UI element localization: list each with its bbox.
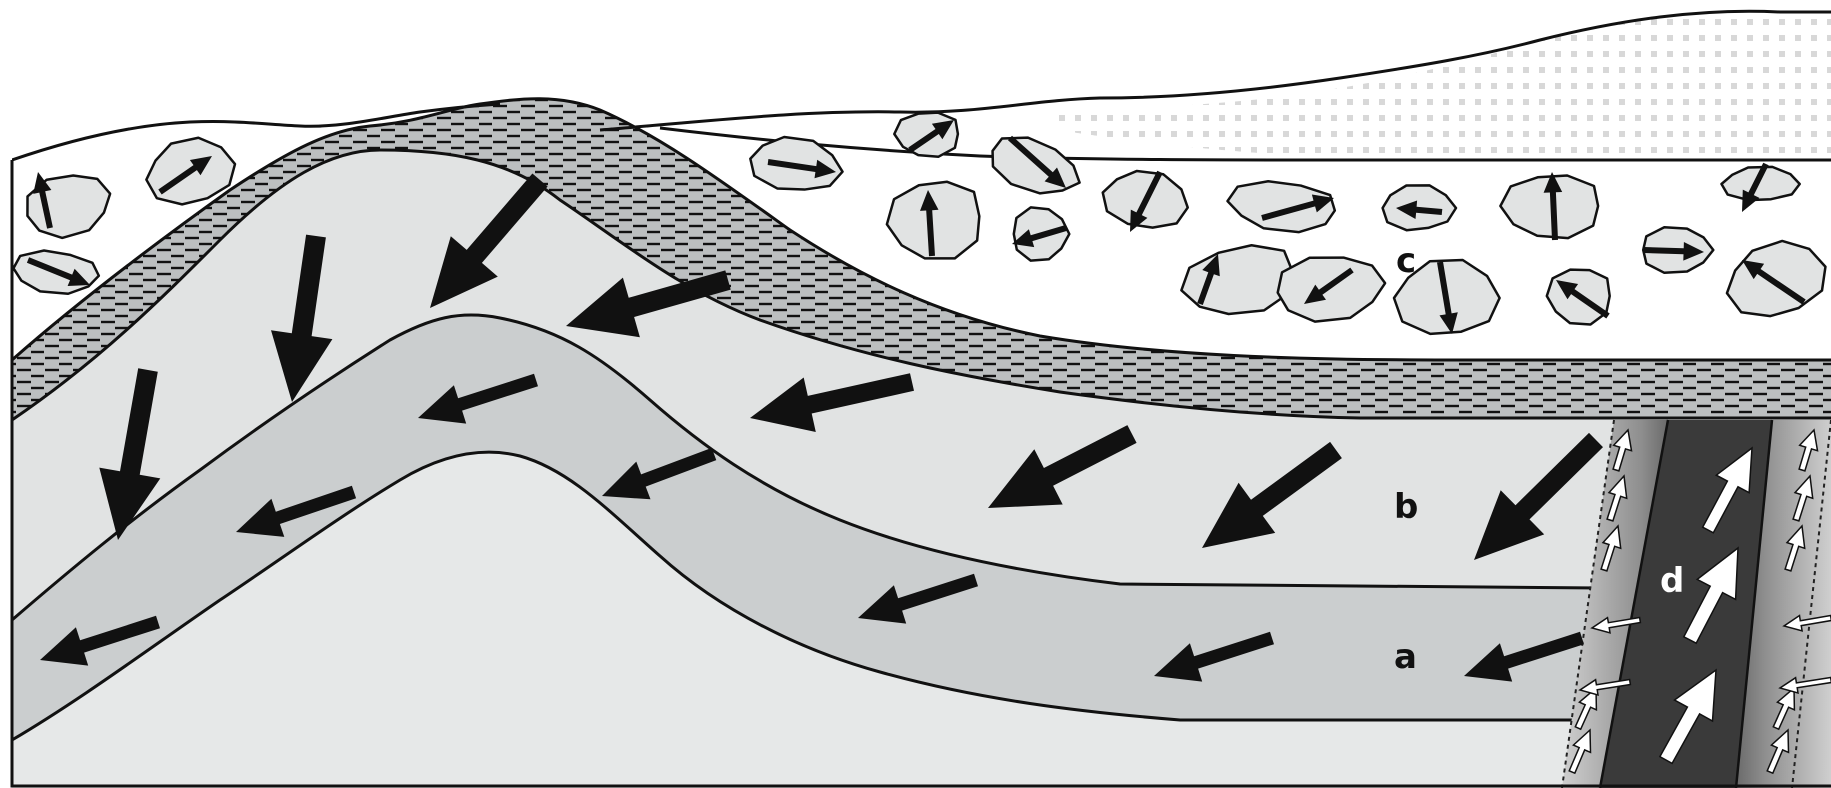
label-c: c (1396, 241, 1416, 281)
label-b: b (1394, 487, 1418, 527)
label-a: a (1394, 637, 1417, 677)
label-d: d (1660, 561, 1684, 601)
clast-icon (20, 165, 118, 245)
dotted-sediment-layer (1050, 9, 1831, 160)
